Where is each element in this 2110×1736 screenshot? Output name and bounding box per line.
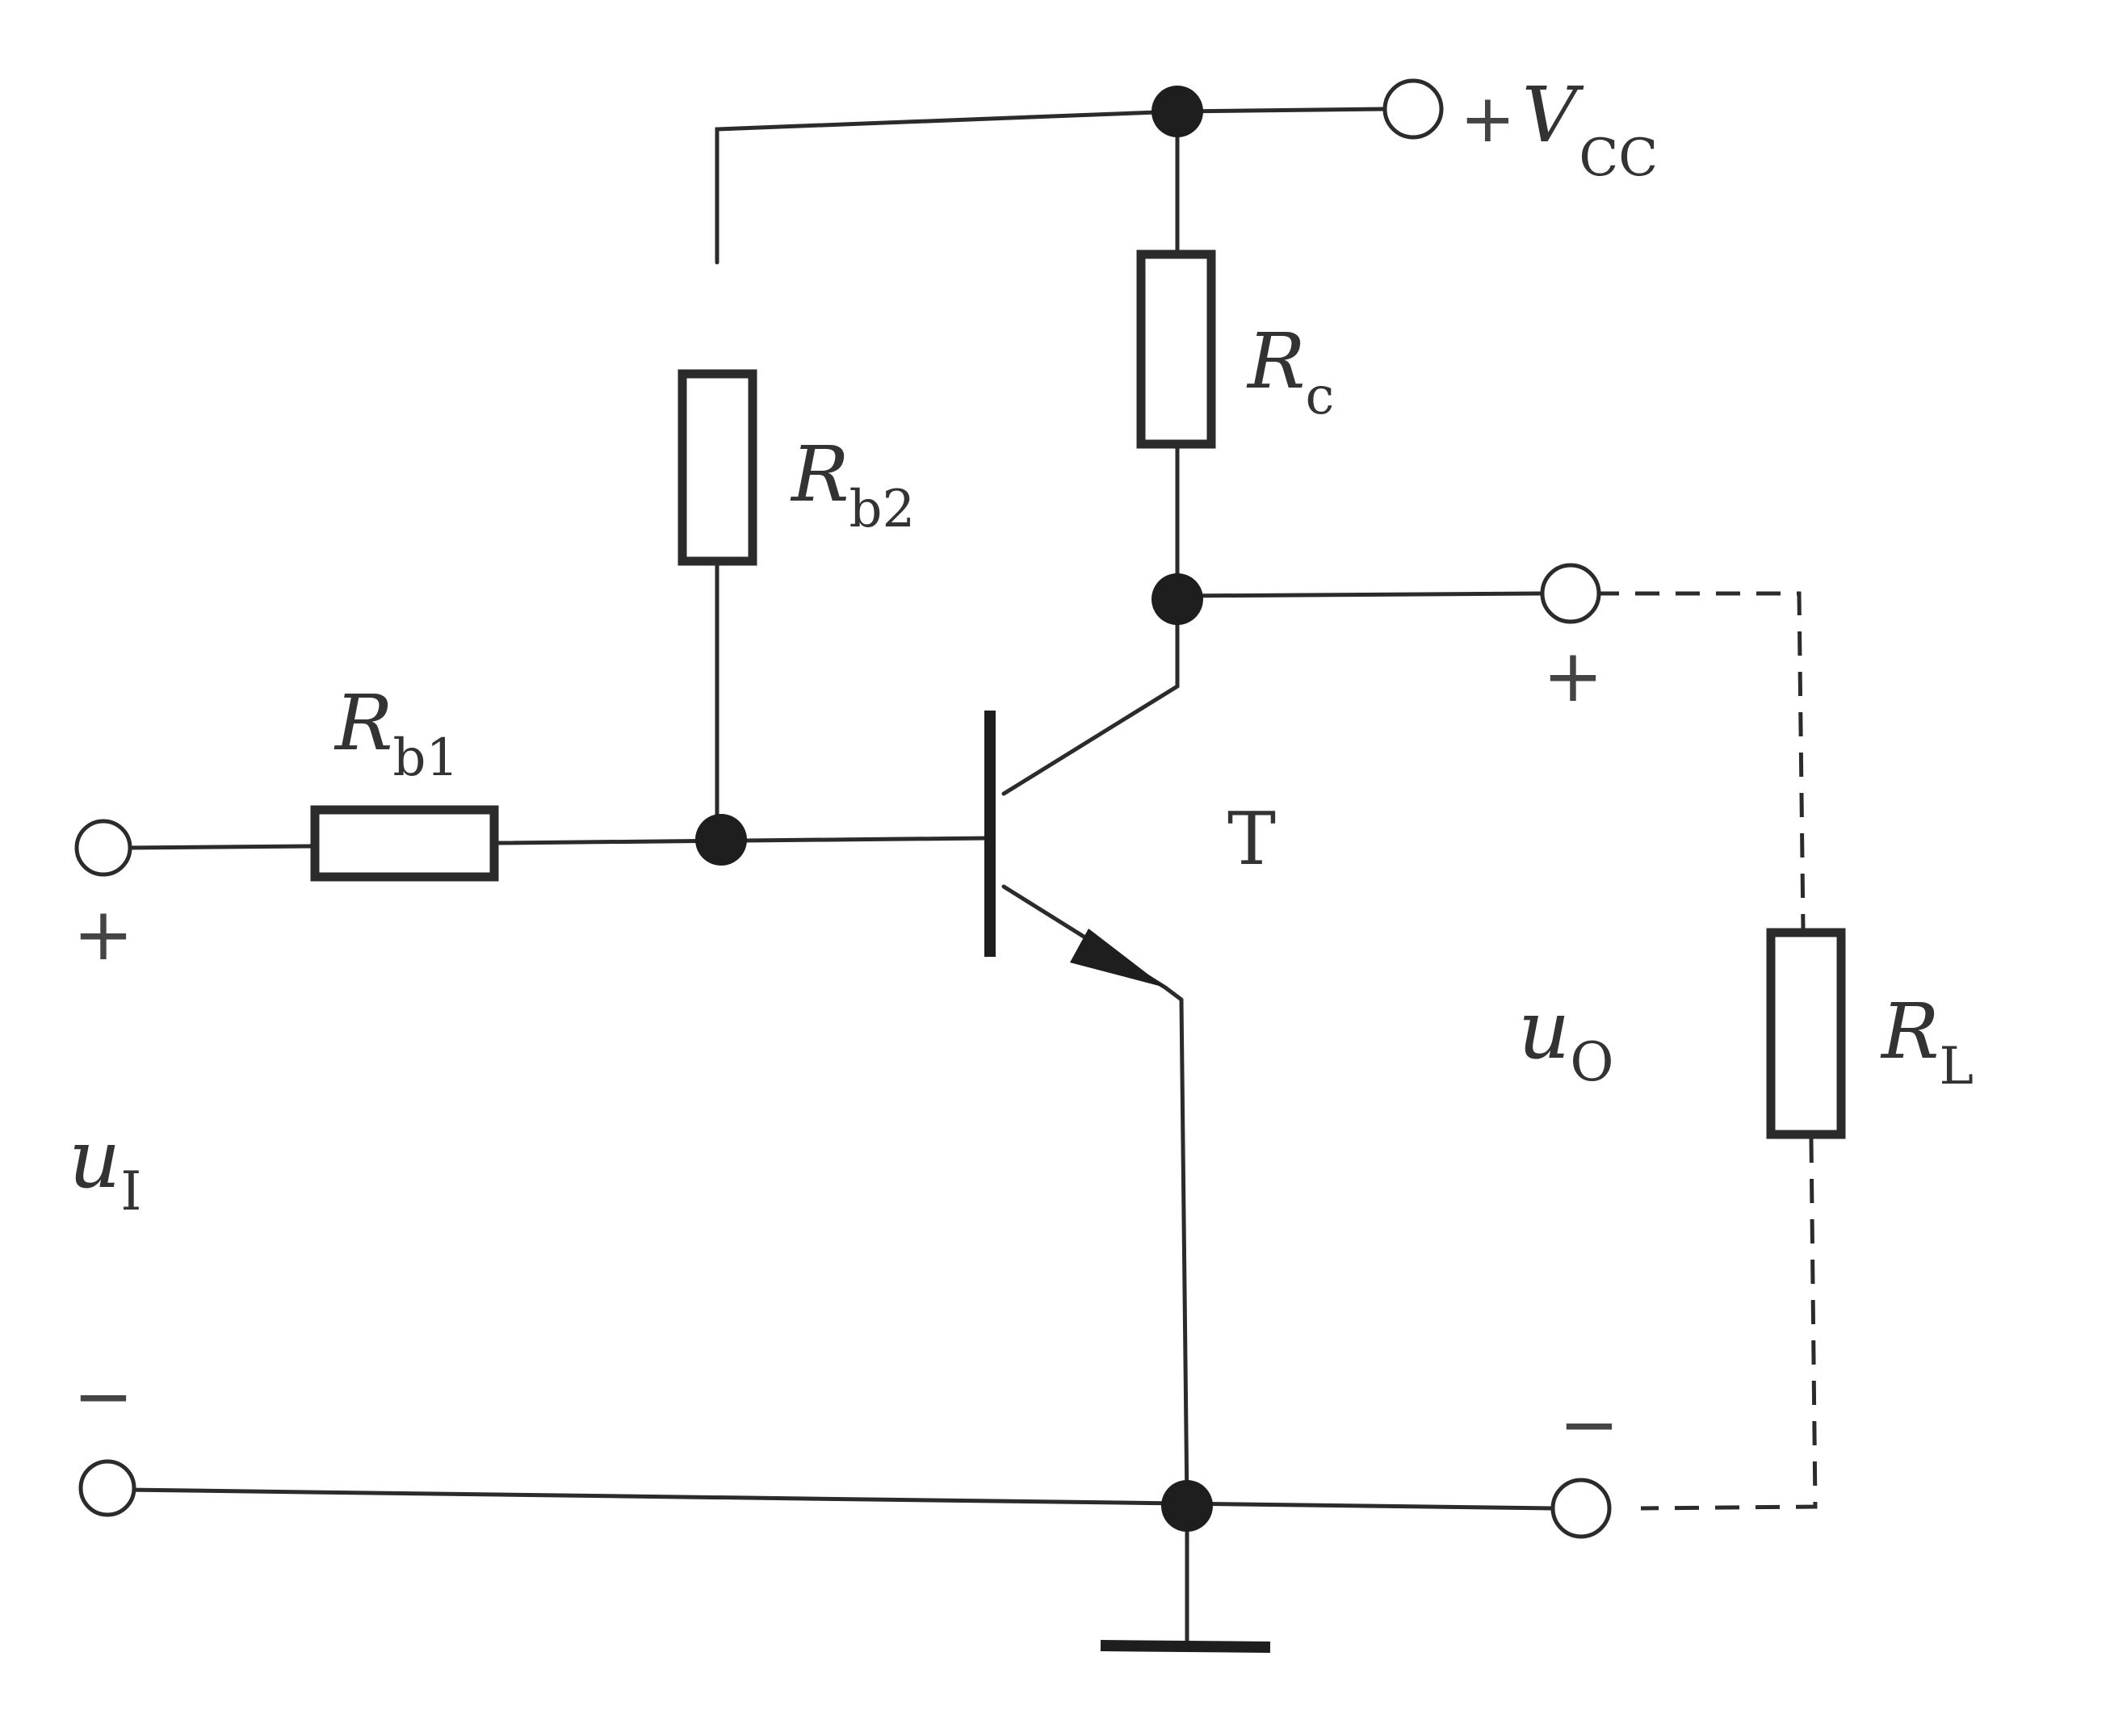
label-rb2: Rb2 (790, 430, 915, 539)
emitter-arrow-icon (1070, 929, 1165, 988)
label-rl: RL (1880, 988, 1974, 1097)
terminal-output-plus (1540, 563, 1601, 624)
terminal-vcc (1382, 78, 1444, 140)
label-transistor: T (1227, 797, 1276, 882)
wire-bottom-rail (123, 1487, 1554, 1511)
label-input-minus: − (73, 1354, 133, 1439)
wire-emitter-to-ground-node (1179, 997, 1189, 1508)
resistor-rl (1766, 928, 1846, 1139)
label-input-plus: + (73, 892, 133, 977)
resistor-rb2 (677, 369, 757, 566)
terminal-input-minus (78, 1459, 136, 1517)
label-vcc: +VCC (1460, 71, 1658, 188)
node-collector (1151, 573, 1203, 625)
node-base (695, 814, 747, 866)
label-uo: uO (1518, 983, 1614, 1093)
wire-collector-lead (1001, 599, 1180, 796)
terminal-output-minus (1550, 1478, 1612, 1539)
node-vcc (1151, 86, 1203, 137)
load-wire-bottom (1640, 1138, 1818, 1511)
label-output-minus: − (1558, 1382, 1619, 1467)
wire-input-to-rb1 (123, 844, 315, 850)
wire-top-rail (715, 107, 1387, 265)
label-output-plus: + (1542, 634, 1603, 719)
wire-collector-to-output (1175, 591, 1547, 598)
node-ground (1161, 1480, 1213, 1532)
terminal-input-plus (74, 819, 132, 877)
resistor-rc (1136, 249, 1216, 449)
load-wire-top (1595, 591, 1806, 929)
ground-symbol (1100, 1640, 1271, 1653)
label-rc: Rc (1246, 317, 1334, 426)
label-rb1: Rb1 (333, 679, 459, 788)
resistor-rb1 (310, 805, 499, 882)
label-ui: uI (69, 1112, 141, 1222)
